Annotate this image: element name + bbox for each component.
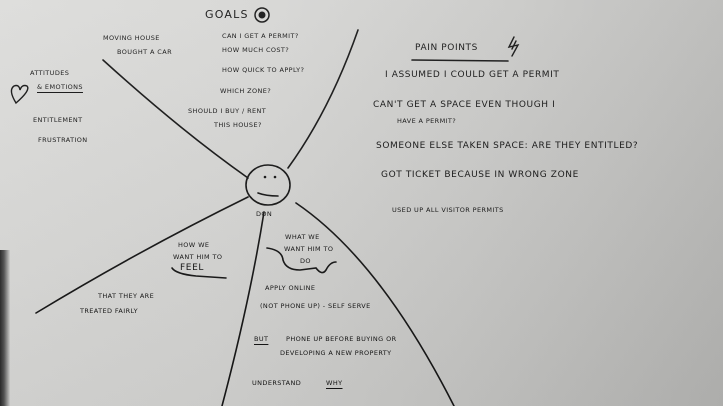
goal-item: Which zone?	[220, 87, 272, 95]
do-item: (not phone up) - Self serve	[260, 302, 371, 310]
goal-item: How quick to apply?	[222, 66, 305, 74]
do-item: developing a new property	[280, 349, 392, 357]
heart-icon	[10, 84, 29, 105]
persona-head	[245, 164, 291, 206]
pain-point-item: Used up all visitor permits	[392, 206, 504, 214]
feel-title: How we	[178, 241, 210, 249]
attitudes-subtitle: & Emotions	[37, 83, 83, 91]
goal-item: Can I get a permit?	[222, 32, 299, 40]
goal-item: Bought a car	[117, 48, 172, 56]
feel-item: treated fairly	[80, 307, 139, 315]
persona-name: Don	[256, 210, 273, 218]
pain-point-item: Got ticket because in wrong zone	[381, 170, 579, 180]
lightning-icon	[507, 36, 520, 57]
target-icon	[254, 7, 270, 23]
feel-item: That they are	[98, 292, 155, 300]
pain-point-item: Someone else taken space: are they entit…	[376, 141, 639, 151]
feel-keyword: Feel	[180, 263, 204, 273]
do-item-emphasis: why	[326, 379, 343, 387]
attitude-item: Entitlement	[33, 116, 83, 124]
goals-title: Goals	[205, 8, 249, 21]
feel-title: want him to	[173, 253, 223, 261]
pain-point-item: I assumed I could get a permit	[385, 70, 560, 80]
goal-item: How much cost?	[222, 46, 290, 54]
goal-item: Moving house	[103, 34, 160, 42]
do-keyword: Do	[300, 257, 311, 265]
do-title: What we	[285, 233, 320, 241]
persona-smile	[257, 192, 279, 197]
spoke-lower-left	[35, 196, 249, 314]
pain-points-title: Pain Points	[415, 43, 478, 53]
spoke-bottom	[221, 211, 265, 406]
do-item-emphasis: But	[254, 335, 269, 343]
pain-point-item: have a permit?	[397, 117, 457, 125]
attitudes-title: Attitudes	[30, 69, 70, 77]
goal-item: Should I buy / rent	[188, 107, 267, 115]
pain-point-item: Can't get a space even though I	[373, 100, 556, 110]
spoke-lower-right	[295, 202, 455, 406]
do-item: Understand	[252, 379, 302, 387]
board-frame-edge	[0, 250, 10, 406]
goal-item: this house?	[214, 121, 262, 129]
do-item: phone up before buying or	[286, 335, 397, 343]
spoke-upper-left	[102, 59, 249, 179]
spoke-upper-right	[287, 29, 359, 169]
do-item: Apply online	[265, 284, 316, 292]
attitude-item: Frustration	[38, 136, 88, 144]
do-title: want him to	[284, 245, 334, 253]
